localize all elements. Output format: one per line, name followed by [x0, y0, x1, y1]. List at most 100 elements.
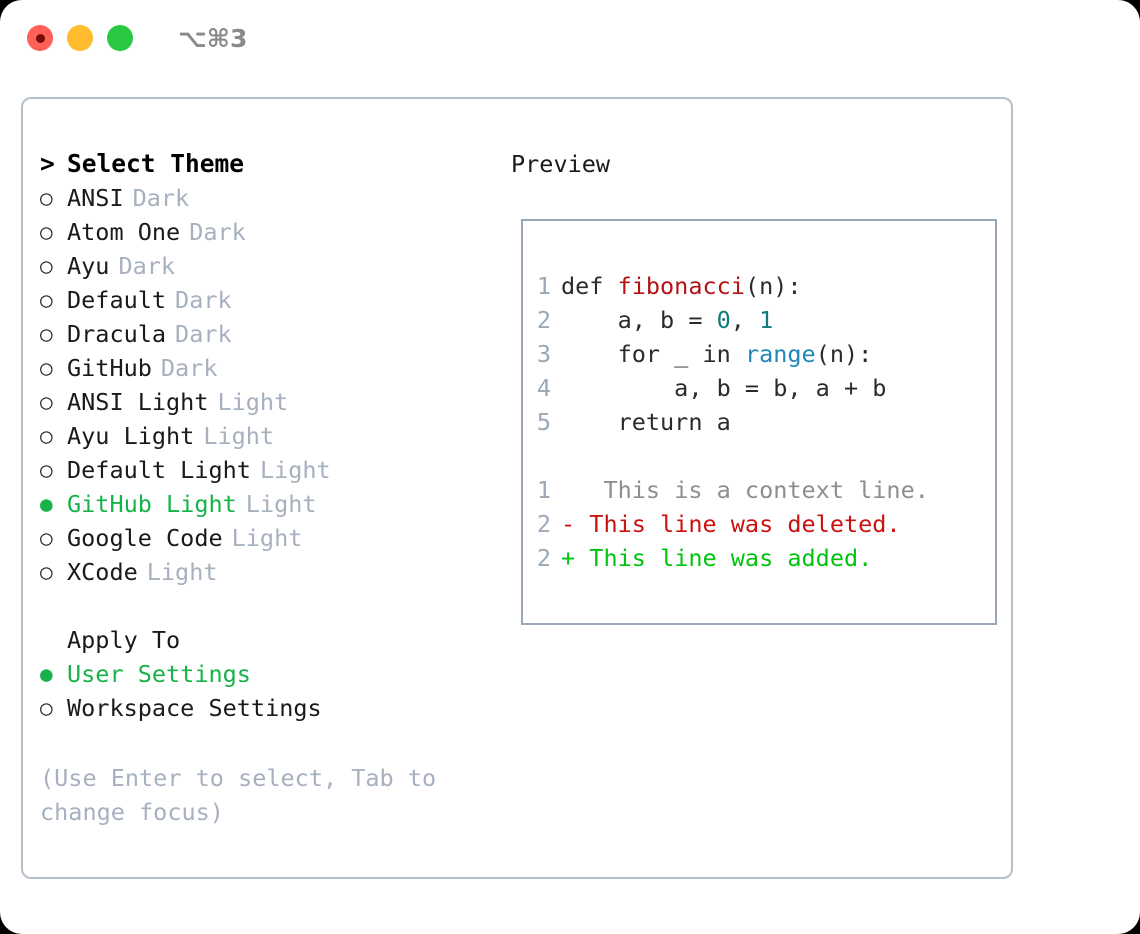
radio-unselected-icon: ○ [40, 696, 53, 720]
select-theme-title: Select Theme [67, 149, 245, 178]
code-line: 2 a, b = 0, 1 [523, 303, 995, 337]
theme-name-label: Default [67, 286, 167, 314]
diff-line: 2- This line was deleted. [523, 507, 995, 541]
theme-variant-tag: Dark [132, 184, 190, 212]
code-line-content: a, b = 0, 1 [561, 303, 774, 337]
apply-to-item[interactable]: ●User Settings [40, 657, 503, 691]
preview-title: Preview [511, 150, 611, 178]
code-token-plain: , [730, 306, 760, 334]
apply-to-label: User Settings [67, 660, 251, 688]
code-line-content: a, b = b, a + b [561, 371, 886, 405]
line-number: 5 [536, 408, 551, 436]
radio-selected-icon: ● [40, 492, 53, 516]
diff-marker: + [561, 544, 576, 572]
line-number: 4 [536, 374, 551, 402]
code-line: 4 a, b = b, a + b [523, 371, 995, 405]
code-line-content: for _ in range(n): [561, 337, 873, 371]
diff-line-text: This line was added. [575, 544, 873, 572]
code-token-plain: (n): [744, 272, 802, 300]
code-token-plain: a, b = b, a + b [561, 374, 887, 402]
radio-unselected-icon: ○ [40, 458, 53, 482]
theme-name-label: Ayu Light [67, 422, 195, 450]
list-spacer [40, 589, 503, 623]
radio-unselected-icon: ○ [40, 220, 53, 244]
code-token-fn: fibonacci [617, 272, 745, 300]
apply-to-title: Apply To [67, 626, 181, 654]
theme-name-label: ANSI [67, 184, 124, 212]
code-line: 5 return a [523, 405, 995, 439]
code-line: 3 for _ in range(n): [523, 337, 995, 371]
diff-line: 1 This is a context line. [523, 473, 995, 507]
radio-unselected-icon: ○ [40, 560, 53, 584]
code-token-num: 1 [759, 306, 774, 334]
code-token-kw: def [561, 272, 618, 300]
theme-name-label: Atom One [67, 218, 181, 246]
theme-list-item[interactable]: ○ Default Light Light [40, 453, 503, 487]
code-token-num: 0 [716, 306, 731, 334]
keyboard-shortcut-label: ⌥⌘3 [178, 23, 248, 53]
code-token-plain: (n): [815, 340, 873, 368]
theme-list-item[interactable]: ○ ANSI Dark [40, 181, 503, 215]
bullet-placeholder-icon: ○ [40, 623, 67, 657]
theme-name-label: Ayu [67, 252, 110, 280]
minimize-button[interactable] [67, 25, 93, 51]
close-button[interactable] [27, 25, 53, 51]
theme-variant-tag: Dark [118, 252, 176, 280]
keyboard-hint-text: (Use Enter to select, Tab to change focu… [40, 764, 437, 826]
theme-list-item[interactable]: ○ Atom One Dark [40, 215, 503, 249]
theme-variant-tag: Light [217, 388, 289, 416]
diff-line: 2 + This line was added. [523, 541, 995, 575]
maximize-button[interactable] [107, 25, 133, 51]
code-token-plain: a, b = [561, 306, 717, 334]
line-number: 1 [536, 272, 551, 300]
diff-sample: 1 This is a context line.2- This line wa… [523, 473, 995, 575]
theme-name-label: GitHub [67, 354, 152, 382]
code-token-plain: return a [561, 408, 731, 436]
theme-variant-tag: Dark [189, 218, 246, 246]
theme-variant-tag: Dark [175, 320, 232, 348]
theme-list-item[interactable]: ○ Google Code Light [40, 521, 503, 555]
traffic-lights [27, 25, 133, 51]
radio-unselected-icon: ○ [40, 526, 53, 550]
radio-unselected-icon: ○ [40, 186, 53, 210]
theme-variant-tag: Light [231, 524, 303, 552]
code-line: 1 def fibonacci(n): [523, 269, 995, 303]
title-bar: ⌥⌘3 [0, 0, 1140, 76]
diff-line-number: 2 [536, 544, 551, 572]
theme-name-label: XCode [67, 558, 138, 586]
recording-dot-icon [35, 33, 45, 43]
apply-to-list: ●User Settings ○ Workspace Settings [40, 657, 503, 725]
diff-marker: - [561, 510, 576, 538]
theme-variant-tag: Light [245, 490, 317, 518]
theme-name-label: Google Code [67, 524, 223, 552]
preview-spacer [523, 439, 995, 473]
code-line-content: return a [561, 405, 731, 439]
apply-to-label: Workspace Settings [67, 694, 322, 722]
theme-variant-tag: Light [259, 456, 331, 484]
line-number: 2 [536, 306, 551, 334]
theme-name-label: Default Light [67, 456, 251, 484]
radio-unselected-icon: ○ [40, 424, 53, 448]
diff-line-text: This line was deleted. [575, 510, 901, 538]
apply-to-item[interactable]: ○ Workspace Settings [40, 691, 503, 725]
prompt-caret-icon: > [40, 149, 55, 178]
diff-line-number: 2 [536, 510, 551, 538]
theme-name-label: Dracula [67, 320, 167, 348]
apply-to-header: ○ Apply To [40, 623, 503, 657]
diff-marker [561, 473, 575, 507]
line-number: 3 [536, 340, 551, 368]
